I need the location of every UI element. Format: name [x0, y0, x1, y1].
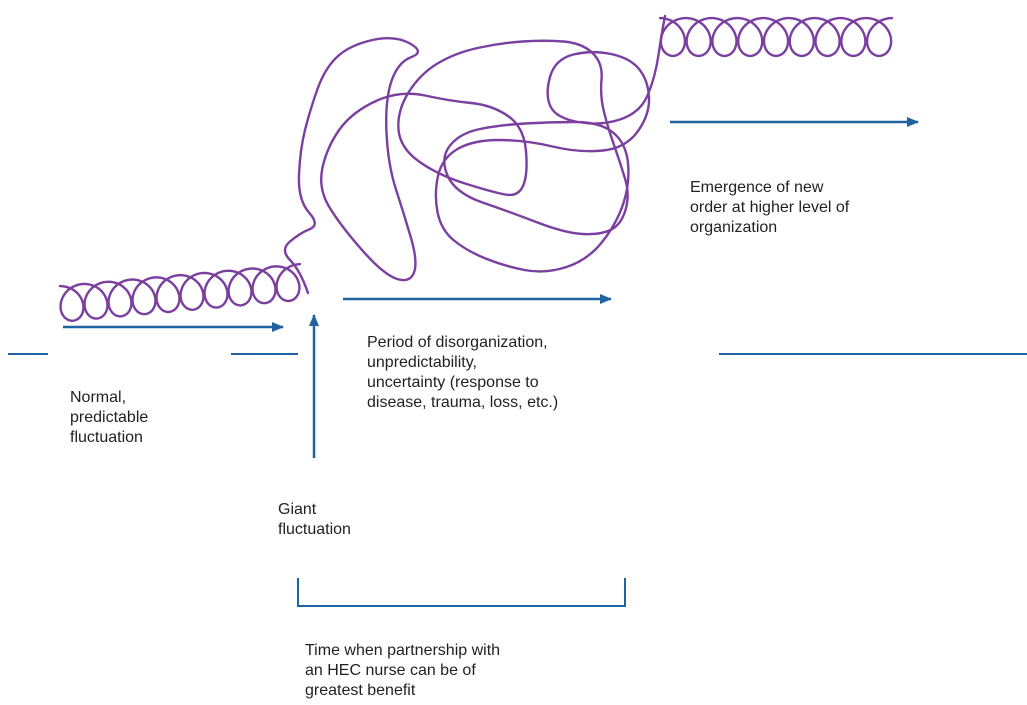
label-giant-fluctuation: Giant fluctuation: [278, 501, 351, 538]
arrows: [63, 117, 919, 458]
label-partnership-time: Time when partnership with an HEC nurse …: [305, 642, 501, 699]
giant-fluctuation-tangle: [283, 14, 667, 295]
new-order-coil: [658, 16, 894, 58]
label-normal-fluctuation: Normal, predictable fluctuation: [70, 389, 149, 446]
normal-fluctuation-coil: [58, 262, 302, 322]
label-emergence-new-order: Emergence of new order at higher level o…: [690, 179, 850, 236]
partnership-bracket: [297, 578, 626, 607]
label-disorganization-period: Period of disorganization, unpredictabil…: [367, 334, 559, 411]
